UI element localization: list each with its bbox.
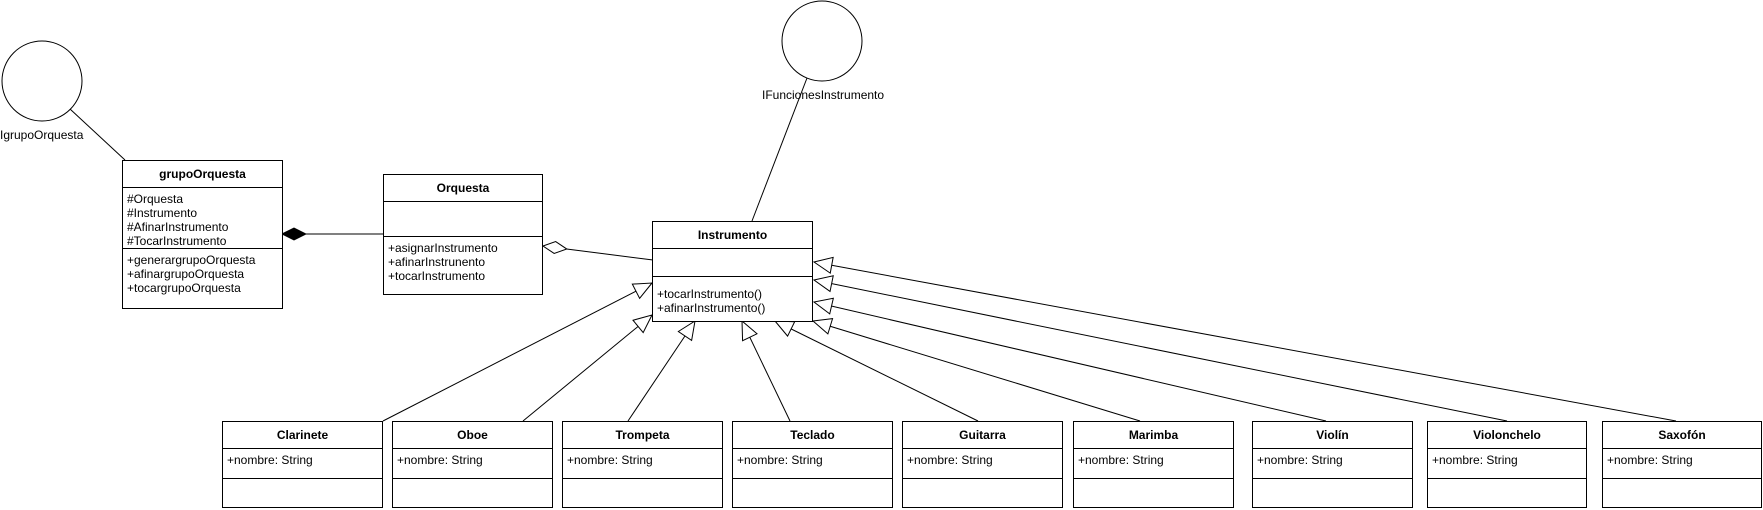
generalization-marimba [813, 321, 1141, 422]
class-marimba[interactable]: Marimba +nombre: String [1073, 421, 1234, 508]
generalization-trompeta [627, 321, 695, 422]
class-name: Orquesta [384, 175, 542, 202]
attributes-section: #Orquesta #Instrumento #AfinarInstrument… [123, 188, 282, 249]
operations-section [223, 479, 382, 507]
operation: +afinarInstrunento [388, 255, 486, 269]
generalization-oboe [522, 315, 652, 422]
attributes-section: +nombre: String [223, 449, 382, 479]
class-name: Marimba [1074, 422, 1233, 449]
attribute: +nombre: String [1607, 453, 1693, 467]
interface-label-igrupoorquesta: IgrupoOrquesta [0, 128, 84, 142]
generalization-teclado [742, 321, 791, 422]
class-grupoorquesta[interactable]: grupoOrquesta #Orquesta #Instrumento #Af… [122, 160, 283, 309]
attribute: +nombre: String [567, 453, 653, 467]
interface-circle-igrupoorquesta[interactable] [1, 40, 83, 122]
attribute: +nombre: String [907, 453, 993, 467]
operations-section: +tocarInstrumento() +afinarInstrumento() [653, 277, 812, 321]
class-teclado[interactable]: Teclado +nombre: String [732, 421, 893, 508]
operation: +tocarInstrumento [388, 269, 486, 283]
operations-section [1074, 479, 1233, 507]
class-clarinete[interactable]: Clarinete +nombre: String [222, 421, 383, 508]
attributes-section: +nombre: String [563, 449, 722, 479]
class-name: Violonchelo [1428, 422, 1586, 449]
interface-label-ifuncionesinstrumento: IFuncionesInstrumento [762, 88, 885, 102]
operations-section [393, 479, 552, 507]
class-name: Instrumento [653, 222, 812, 249]
operations-section [903, 479, 1062, 507]
class-orquesta[interactable]: Orquesta +asignarInstrumento +afinarInst… [383, 174, 543, 295]
class-name: grupoOrquesta [123, 161, 282, 188]
attributes-section [384, 202, 542, 237]
class-instrumento[interactable]: Instrumento +tocarInstrumento() +afinarI… [652, 221, 813, 322]
generalization-saxofon [814, 262, 1677, 422]
class-violonchelo[interactable]: Violonchelo +nombre: String [1427, 421, 1587, 508]
class-saxofon[interactable]: Saxofón +nombre: String [1602, 421, 1762, 508]
class-trompeta[interactable]: Trompeta +nombre: String [562, 421, 723, 508]
attribute: +nombre: String [397, 453, 483, 467]
class-name: Trompeta [563, 422, 722, 449]
class-oboe[interactable]: Oboe +nombre: String [392, 421, 553, 508]
interface-circle-ifuncionesinstrumento[interactable] [781, 0, 863, 82]
class-violin[interactable]: Violín +nombre: String [1252, 421, 1413, 508]
operations-section [1603, 479, 1761, 507]
operation: +tocarInstrumento() [657, 287, 763, 301]
operations-section [1428, 479, 1586, 507]
attribute: +nombre: String [227, 453, 313, 467]
operation: +tocargrupoOrquesta [127, 281, 241, 295]
attributes-section: +nombre: String [903, 449, 1062, 479]
igrupoorquesta-connector [69, 108, 126, 161]
operation: +afinargrupoOrquesta [127, 267, 245, 281]
attributes-section: +nombre: String [393, 449, 552, 479]
attributes-section: +nombre: String [1074, 449, 1233, 479]
attribute: #AfinarInstrumento [127, 220, 229, 234]
class-name: Oboe [393, 422, 552, 449]
generalization-violin [814, 302, 1327, 422]
operation: +afinarInstrumento() [657, 301, 766, 315]
generalization-guitarra [775, 321, 979, 422]
attribute: #Orquesta [127, 192, 184, 206]
class-name: Clarinete [223, 422, 382, 449]
class-name: Guitarra [903, 422, 1062, 449]
attribute: #Instrumento [127, 206, 198, 220]
attributes-section: +nombre: String [1603, 449, 1761, 479]
ifuncionesinstrumento-connector [751, 77, 808, 222]
attribute: +nombre: String [1257, 453, 1343, 467]
operations-section: +asignarInstrumento +afinarInstrunento +… [384, 237, 542, 294]
operation: +generargrupoOrquesta [127, 253, 256, 267]
generalization-clarinete [382, 283, 652, 422]
attribute: +nombre: String [737, 453, 823, 467]
operations-section [733, 479, 892, 507]
class-guitarra[interactable]: Guitarra +nombre: String [902, 421, 1063, 508]
attributes-section: +nombre: String [1428, 449, 1586, 479]
attributes-section: +nombre: String [1253, 449, 1412, 479]
attributes-section [653, 249, 812, 277]
attributes-section: +nombre: String [733, 449, 892, 479]
generalization-violonchelo [814, 280, 1508, 422]
class-name: Violín [1253, 422, 1412, 449]
class-name: Teclado [733, 422, 892, 449]
attribute: +nombre: String [1078, 453, 1164, 467]
operation: +asignarInstrumento [388, 241, 498, 255]
operations-section [563, 479, 722, 507]
attribute: +nombre: String [1432, 453, 1518, 467]
operations-section [1253, 479, 1412, 507]
operations-section: +generargrupoOrquesta +afinargrupoOrques… [123, 249, 282, 308]
attribute: #TocarInstrumento [127, 234, 227, 248]
aggregation-orquesta-instrumento [543, 246, 654, 261]
class-name: Saxofón [1603, 422, 1761, 449]
